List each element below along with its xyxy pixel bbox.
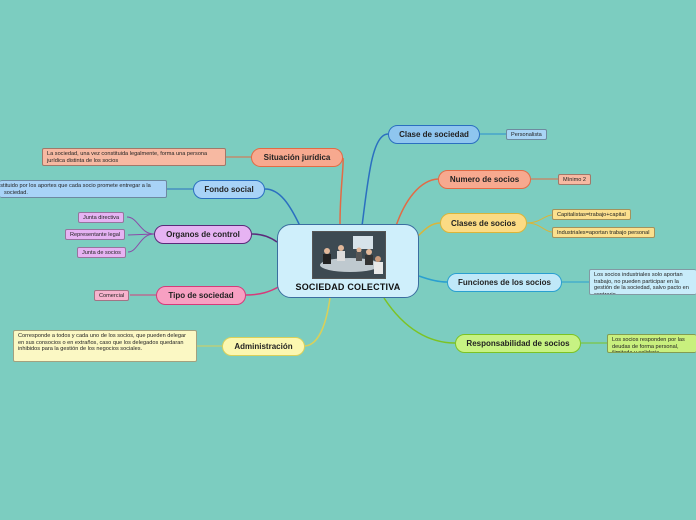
branch-label: Clases de socios <box>451 218 516 228</box>
branch-label: Tipo de sociedad <box>168 291 234 300</box>
tag-representante-legal[interactable]: Representante legal <box>65 229 126 240</box>
link-responsabilidad <box>383 297 456 344</box>
link-industriales <box>526 222 553 233</box>
branch-organos-de-control[interactable]: Organos de control <box>154 225 252 244</box>
link-numero <box>395 178 439 227</box>
tag-industriales[interactable]: Industriales=aportan trabajo personal <box>552 227 655 238</box>
link-capitalistas <box>526 214 553 224</box>
tag-junta-directiva[interactable]: Junta directiva <box>78 212 125 223</box>
link-clase <box>361 133 389 227</box>
link-tipo <box>245 285 281 296</box>
link-funciones <box>418 275 448 283</box>
branch-label: Numero de socios <box>449 175 520 184</box>
branch-label: Organos de control <box>166 230 240 239</box>
link-clases <box>417 222 441 237</box>
note-responsabilidad[interactable]: Los socios responden por las deudas de f… <box>607 334 696 353</box>
branch-administracion[interactable]: Administración <box>222 337 305 356</box>
note-administracion[interactable]: Corresponde a todos y cada uno de los so… <box>13 330 197 362</box>
branch-label: Fondo social <box>204 185 254 194</box>
branch-label: Clase de sociedad <box>399 130 469 139</box>
branch-numero-de-socios[interactable]: Numero de socios <box>438 170 531 189</box>
tag-minimo-2[interactable]: Mínimo 2 <box>558 174 592 185</box>
branch-situacion-juridica[interactable]: Situación jurídica <box>251 148 343 167</box>
branch-tipo-de-sociedad[interactable]: Tipo de sociedad <box>156 286 246 305</box>
branch-funciones-de-los-socios[interactable]: Funciones de los socios <box>447 273 562 292</box>
meeting-photo-icon <box>312 231 386 279</box>
link-fondo <box>264 188 301 227</box>
note-fondo[interactable]: Constituido por los aportes que cada soc… <box>0 180 167 198</box>
link-situacion <box>339 157 344 225</box>
link-administracion <box>304 297 331 347</box>
branch-fondo-social[interactable]: Fondo social <box>193 180 265 199</box>
tag-comercial[interactable]: Comercial <box>94 290 130 301</box>
note-situacion[interactable]: La sociedad, una vez constituida legalme… <box>42 148 226 166</box>
central-topic[interactable]: SOCIEDAD COLECTIVA <box>277 224 419 298</box>
central-topic-title: SOCIEDAD COLECTIVA <box>295 282 401 292</box>
branch-label: Administración <box>234 342 293 351</box>
note-funciones[interactable]: Los socios industriales solo aportan tra… <box>589 269 696 295</box>
tag-personalista[interactable]: Personalista <box>506 129 547 140</box>
tag-junta-de-socios[interactable]: Junta de socios <box>77 247 126 258</box>
branch-clases-de-socios[interactable]: Clases de socios <box>440 213 527 233</box>
link-organos <box>251 233 278 243</box>
branch-responsabilidad-de-socios[interactable]: Responsabilidad de socios <box>455 334 581 353</box>
branch-clase-de-sociedad[interactable]: Clase de sociedad <box>388 125 480 144</box>
branch-label: Funciones de los socios <box>458 278 551 287</box>
branch-label: Situación jurídica <box>263 153 331 162</box>
branch-label: Responsabilidad de socios <box>466 339 570 348</box>
link-junta-directiva <box>126 216 155 235</box>
link-junta-socios <box>127 233 155 253</box>
tag-capitalistas[interactable]: Capitalistas=trabajo+capital <box>552 209 631 220</box>
